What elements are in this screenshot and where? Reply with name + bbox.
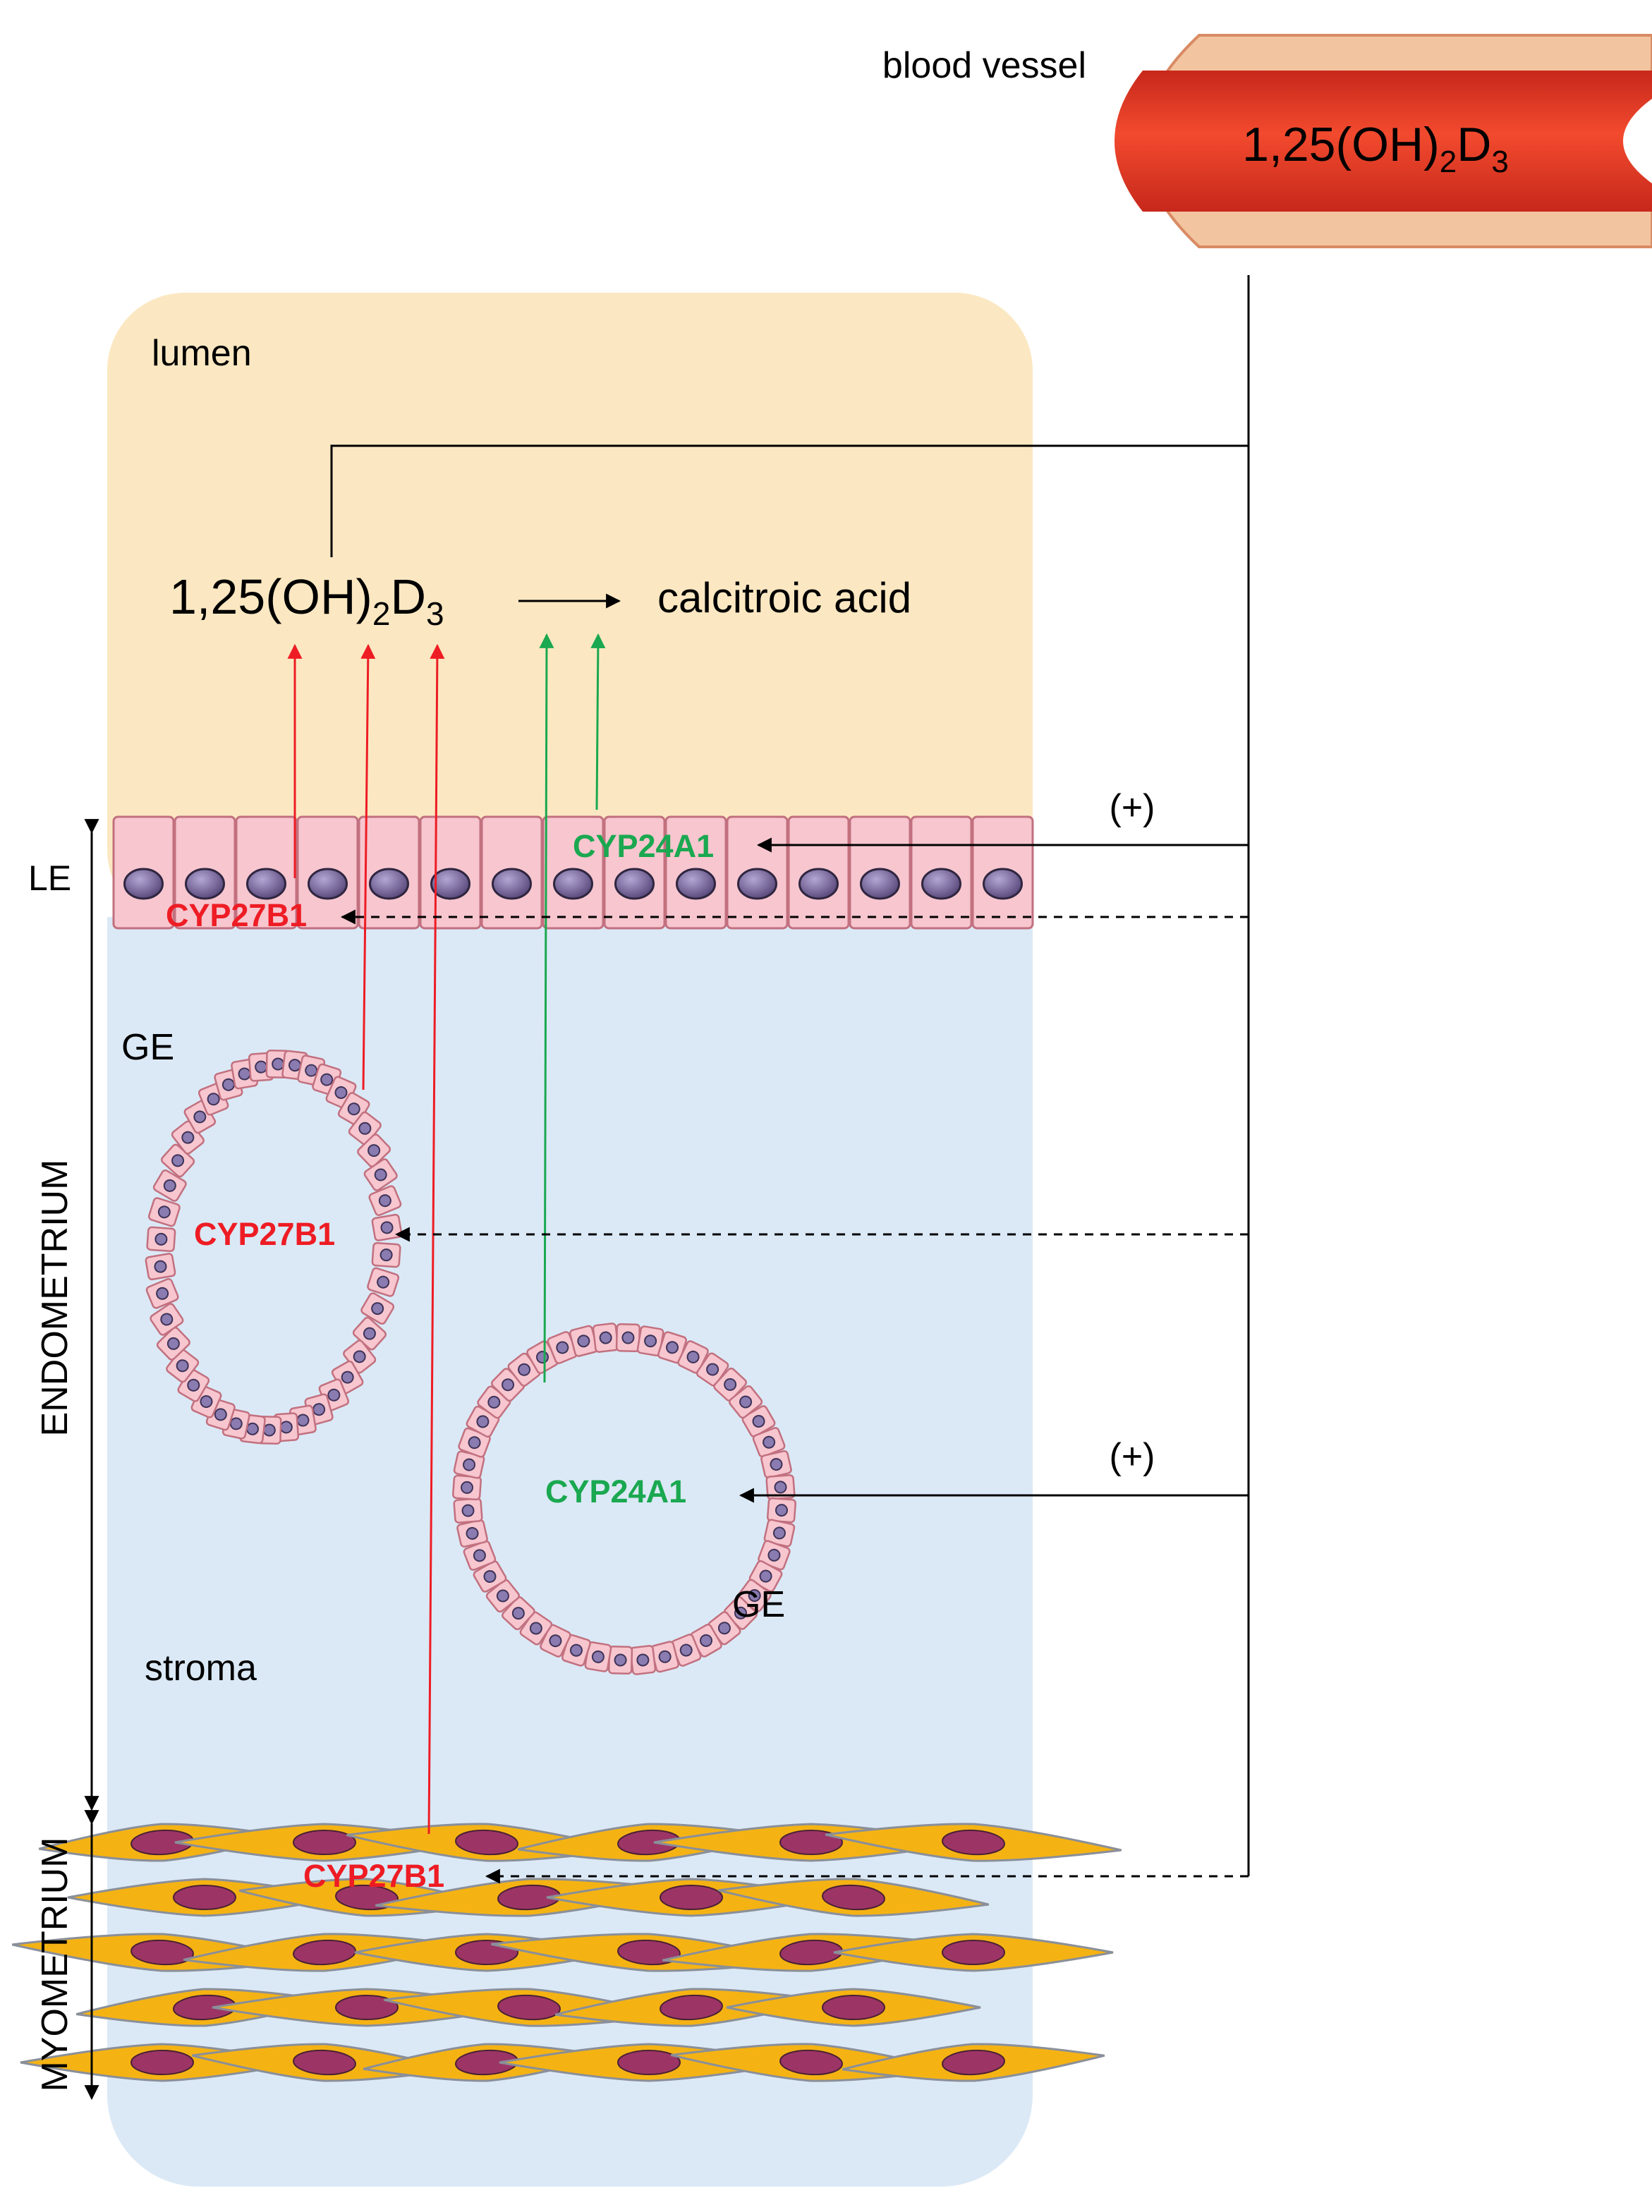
gland-upper bbox=[145, 1050, 403, 1445]
enzyme-ge-cyp27b1: CYP27B1 bbox=[194, 1216, 335, 1252]
gland-cell bbox=[147, 1197, 181, 1227]
cell-nucleus bbox=[308, 868, 348, 900]
gland-cell bbox=[156, 1326, 190, 1361]
ge-upper-label: GE bbox=[121, 1027, 174, 1068]
muscle-fiber bbox=[833, 1933, 1114, 1972]
blood-vessel bbox=[1115, 34, 1652, 248]
gland-cell bbox=[145, 1277, 179, 1309]
gland-cell bbox=[371, 1241, 401, 1268]
vessel-molecule-label: 1,25(OH)2D3 bbox=[1242, 118, 1509, 179]
gland-cell bbox=[608, 1645, 633, 1675]
enzyme-myo-cyp27b1: CYP27B1 bbox=[303, 1858, 444, 1894]
gland-cell bbox=[145, 1253, 176, 1281]
enzyme-le-cyp24a1: CYP24A1 bbox=[573, 828, 714, 864]
gland-cell bbox=[729, 1385, 763, 1419]
plus-lower-label: (+) bbox=[1110, 1436, 1155, 1477]
red-arrow-ge bbox=[360, 643, 376, 1090]
muscle-fiber bbox=[825, 1823, 1122, 1862]
gland-cell bbox=[152, 1169, 187, 1202]
cell-nucleus bbox=[185, 868, 225, 900]
muscle-fiber bbox=[717, 1878, 990, 1917]
cell-nucleus bbox=[123, 868, 164, 900]
gland-cell bbox=[150, 1303, 184, 1336]
muscle-fiber bbox=[183, 1933, 466, 1972]
gland-cell bbox=[371, 1213, 403, 1241]
cell-nucleus bbox=[246, 868, 286, 900]
gland-cell bbox=[452, 1474, 482, 1501]
gland-cell bbox=[363, 1158, 398, 1191]
le-label: LE bbox=[28, 858, 71, 898]
lumen-molecule-label: 1,25(OH)2D3 bbox=[169, 569, 444, 632]
lumen-region bbox=[107, 293, 1033, 928]
gland-cell bbox=[357, 1134, 391, 1168]
gland-cell bbox=[368, 1185, 402, 1217]
gland-cell bbox=[360, 1292, 395, 1325]
myometrium-muscle bbox=[11, 1823, 1122, 2082]
gland-cell bbox=[485, 1579, 520, 1613]
gland-cell bbox=[760, 1450, 792, 1479]
calcitroic-acid-label: calcitroic acid bbox=[657, 574, 911, 621]
gland-cell bbox=[491, 1368, 525, 1402]
gland-cell bbox=[615, 1323, 640, 1353]
gland-cell bbox=[629, 1645, 657, 1675]
cell-nucleus bbox=[430, 868, 470, 900]
gland-cell bbox=[765, 1474, 796, 1500]
cell-nucleus bbox=[492, 868, 532, 900]
green-arrow-ge bbox=[539, 633, 554, 1383]
muscle-fiber bbox=[842, 2043, 1105, 2082]
gland-cell bbox=[592, 1323, 619, 1353]
red-arrow-myometrium bbox=[427, 643, 445, 1835]
gland-cell bbox=[177, 1368, 210, 1402]
gland-cell bbox=[561, 1634, 591, 1667]
lumen-label: lumen bbox=[152, 333, 252, 374]
cell-nucleus bbox=[983, 868, 1023, 900]
muscle-fiber bbox=[726, 1988, 981, 2027]
cell-nucleus bbox=[614, 868, 655, 900]
myometrium-label: MYOMETRIUM bbox=[35, 1837, 75, 2091]
cell-nucleus bbox=[798, 868, 839, 900]
gland-cell bbox=[473, 1560, 507, 1593]
green-arrow-le bbox=[590, 633, 606, 810]
gland-cell bbox=[367, 1267, 400, 1297]
cell-nucleus bbox=[921, 868, 961, 900]
gland-cell bbox=[766, 1497, 796, 1524]
cell-nucleus bbox=[369, 868, 409, 900]
blood-vessel-label: blood vessel bbox=[882, 45, 1086, 86]
stroma-top-fill bbox=[107, 917, 1033, 1058]
ge-lower-label: GE bbox=[732, 1584, 785, 1625]
stroma-label: stroma bbox=[145, 1648, 257, 1689]
cell-nucleus bbox=[860, 868, 900, 900]
enzyme-ge-cyp24a1: CYP24A1 bbox=[545, 1473, 686, 1509]
cell-nucleus bbox=[676, 868, 716, 900]
plus-upper-label: (+) bbox=[1110, 787, 1155, 828]
gland-cell bbox=[281, 1050, 308, 1081]
gland-cell bbox=[670, 1634, 702, 1667]
luminal-epithelium bbox=[112, 815, 1034, 930]
gland-cell bbox=[456, 1519, 488, 1548]
gland-cell bbox=[453, 1497, 483, 1524]
cell-nucleus bbox=[737, 868, 777, 900]
stroma-region bbox=[107, 917, 1033, 2187]
gland-cell bbox=[146, 1226, 176, 1253]
gland-cell bbox=[657, 1331, 687, 1364]
cell-nucleus bbox=[553, 868, 593, 900]
vessel-to-lumen-line bbox=[330, 444, 1249, 557]
enzyme-le-cyp27b1: CYP27B1 bbox=[166, 897, 307, 933]
endometrium-label: ENDOMETRIUM bbox=[35, 1160, 75, 1437]
gland-cell bbox=[547, 1331, 578, 1364]
gland-lower bbox=[452, 1323, 796, 1675]
gland-cell bbox=[507, 1352, 541, 1387]
gland-cell bbox=[584, 1641, 612, 1672]
gland-cell bbox=[758, 1540, 791, 1571]
